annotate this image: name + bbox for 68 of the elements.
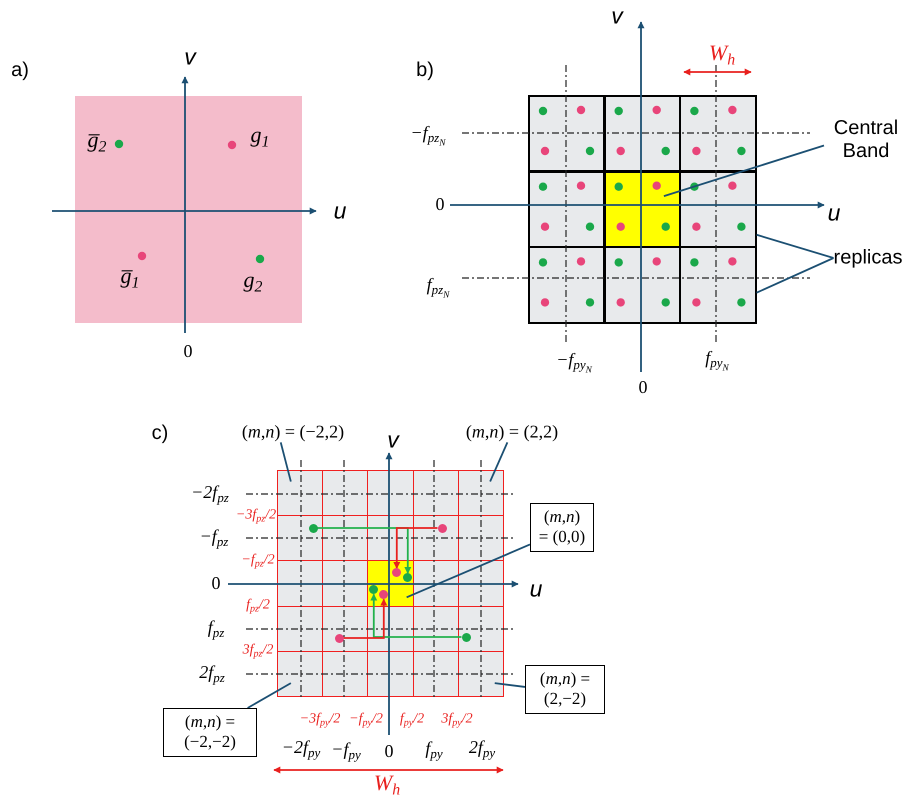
axis-label: u [334,198,346,224]
axis-label: v [611,3,623,29]
replica-block [679,246,757,324]
point-marker [392,568,402,578]
point-label: g$_{2}$ [244,268,262,296]
tick-label: 3f$_{pz}$/2 [242,642,274,660]
callout-text: Central Band [824,117,907,163]
callout-box: (m,n) = (−2,−2) [163,708,257,757]
tick-label: f$_{py}$/2 [400,711,424,729]
panel-label: b) [416,59,434,81]
replica-block [528,95,606,172]
tick-label: f$_{py}$ [425,738,443,762]
callout-text: (m,n) = (−2,2) [242,422,344,442]
callout-text: (m,n) = (2,2) [466,422,558,442]
axis-label: u [828,200,840,226]
arrow [370,594,462,638]
grid-cell [277,470,324,516]
leader-line [280,442,292,482]
replica-block [679,95,757,172]
tick-label: u [530,576,542,602]
tick-label: f$_{pz}$ [208,618,224,640]
point-label: g̅$_{1}$ [120,264,140,292]
tick-label: 0 [212,574,220,594]
callout-box: (m,n) = (2,−2) [525,665,605,714]
tick-label: 0 [184,342,192,362]
leader-line [664,144,824,198]
tick-label: −f$_{py}$ [331,740,361,762]
panel-label: c) [152,422,168,444]
point-label: g$_{1}$ [250,122,270,152]
arrow [318,527,412,574]
callout-text: replicas [834,246,902,270]
tick-label: 2f$_{py}$ [468,738,496,760]
leader-line [406,544,530,598]
grid-cell [458,470,504,516]
tick-label: 3f$_{py}$/2 [441,711,473,729]
grid-cell [458,650,504,697]
tick-label: f$_{pz}$/2 [246,597,270,615]
leader-line [494,682,526,688]
tick-label: −3f$_{py}$/2 [300,711,340,729]
tick-label: −f$_{py}$/2 [349,711,383,729]
point-label: g̅$_{2}$ [88,128,106,156]
axis-label: v [387,427,399,453]
tick-label: −3f$_{pz}$/2 [236,507,276,525]
leader-line [247,682,292,709]
tick-label: −f$_{pz}$/2 [241,552,275,570]
tick-label: −2f$_{py}$ [282,738,320,760]
tick-label: −2f$_{pz}$ [191,482,229,506]
tick-label: 0 [638,378,648,398]
arrow [393,527,438,569]
arrow [344,598,388,639]
tick-label: −f$_{pz}$ [200,526,228,550]
leader-line [489,442,508,482]
point-marker [379,590,388,600]
tick-label: 0 [436,195,444,215]
axis-label: v [184,44,196,70]
point-marker [369,585,378,594]
panel-label: a) [11,59,29,81]
grid-cell [277,650,324,697]
replica-block [528,246,606,324]
point-marker [403,573,412,582]
dimension-label: W$_{h}$ [708,40,736,70]
callout-box: (m,n) = (0,0) [530,503,594,552]
tick-label: 2f$_{pz}$ [199,662,225,686]
replica-block [604,246,681,324]
leader-line [756,234,834,259]
dimension-label: W$_{h}$ [374,770,400,796]
tick-label: 0 [384,742,394,762]
leader-line [756,257,834,294]
